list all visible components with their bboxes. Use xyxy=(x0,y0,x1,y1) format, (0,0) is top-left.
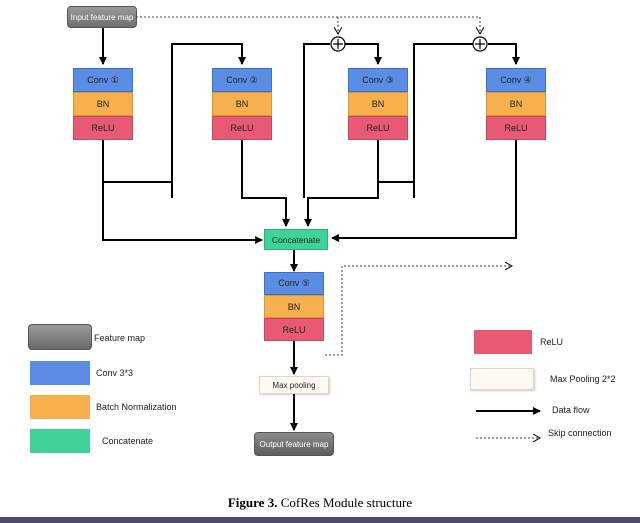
figure-caption-text: CofRes Module structure xyxy=(277,495,413,510)
legend-maxpool-label: Max Pooling 2*2 xyxy=(550,374,616,384)
data-flow-lines xyxy=(99,28,520,431)
output-feature-map: Output feature map xyxy=(254,432,334,456)
add-node-1 xyxy=(330,36,346,52)
legend-data-flow-label: Data flow xyxy=(552,405,590,415)
skip-connection-lines xyxy=(136,16,512,356)
legend-skip-label: Skip connection xyxy=(548,428,612,438)
bn-3: BN xyxy=(348,92,408,116)
input-feature-map: Input feature map xyxy=(67,6,137,28)
bn-5: BN xyxy=(264,295,324,318)
figure-caption: Figure 3. CofRes Module structure xyxy=(0,495,640,511)
relu-4: ReLU xyxy=(486,116,546,140)
bn-2: BN xyxy=(212,92,272,116)
conv-4: Conv ④ xyxy=(486,68,546,92)
bn-1: BN xyxy=(73,92,133,116)
add-node-2 xyxy=(472,36,488,52)
conv-5: Conv ⑤ xyxy=(264,272,324,295)
legend-concat-label: Concatenate xyxy=(102,436,154,446)
legend-relu-label: ReLU xyxy=(540,337,564,347)
legend-feature-map-swatch xyxy=(28,324,92,350)
relu-1: ReLU xyxy=(73,116,133,140)
legend-concat-swatch xyxy=(30,429,90,453)
bottom-bar xyxy=(0,517,640,523)
legend-feature-map-label: Feature map xyxy=(94,333,146,343)
relu-5: ReLU xyxy=(264,318,324,341)
conv-3: Conv ③ xyxy=(348,68,408,92)
legend-conv-label: Conv 3*3 xyxy=(96,368,134,378)
figure-caption-label: Figure 3. xyxy=(227,495,278,510)
bn-4: BN xyxy=(486,92,546,116)
legend-maxpool-swatch xyxy=(470,368,534,390)
conv-2: Conv ② xyxy=(212,68,272,92)
relu-3: ReLU xyxy=(348,116,408,140)
concatenate-node: Concatenate xyxy=(264,229,328,250)
legend-arrows xyxy=(476,407,541,438)
max-pooling-node: Max pooling xyxy=(259,376,329,394)
relu-2: ReLU xyxy=(212,116,272,140)
legend-bn-swatch xyxy=(30,395,90,419)
conv-1: Conv ① xyxy=(73,68,133,92)
legend-relu-swatch xyxy=(474,330,532,354)
legend-conv-swatch xyxy=(30,361,90,385)
legend-bn-label: Batch Normalization xyxy=(96,402,177,412)
